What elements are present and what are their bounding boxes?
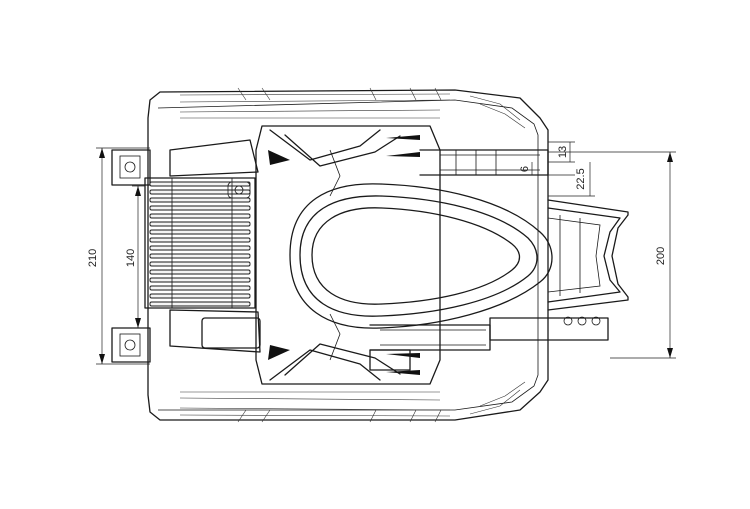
output-shaft: [369, 149, 609, 371]
heatsink-fin: [149, 197, 251, 203]
heatsink-fin: [149, 237, 251, 243]
dimension-label-22-5: 22.5: [575, 168, 587, 189]
heatsink-fin: [149, 301, 251, 307]
dimension-label-200: 200: [655, 247, 667, 265]
heatsink-fin: [149, 245, 251, 251]
heatsink-frame: [144, 139, 261, 353]
heatsink-fin: [149, 253, 251, 259]
mounting-lug-bottom: [111, 327, 151, 363]
heatsink-fin: [149, 229, 251, 235]
housing-outline: [147, 87, 549, 423]
dimension-label-13: 13: [557, 146, 569, 158]
dimension-210: 210: [87, 147, 150, 365]
dimension-140: 140: [125, 185, 145, 329]
dimension-200: 200: [548, 151, 676, 359]
heatsink-fins: [149, 181, 251, 307]
wheel-rim: [547, 199, 629, 311]
heatsink-fin: [149, 261, 251, 267]
teardrop-rotor: [289, 183, 553, 329]
dimension-label-210: 210: [87, 249, 99, 267]
heatsink-fin: [149, 221, 251, 227]
heatsink-fin: [149, 213, 251, 219]
dimension-label-140: 140: [125, 249, 137, 267]
heatsink-fin: [149, 285, 251, 291]
center-casting: [255, 125, 441, 385]
dimension-offsets: 13 6 22.5: [519, 141, 595, 197]
heatsink-fin: [149, 269, 251, 275]
heatsink-fin: [149, 277, 251, 283]
heatsink-fin: [149, 205, 251, 211]
heatsink-fin: [149, 181, 251, 187]
mounting-lug-top: [111, 149, 151, 186]
heatsink-fin: [149, 293, 251, 299]
dimension-label-6: 6: [519, 166, 531, 172]
